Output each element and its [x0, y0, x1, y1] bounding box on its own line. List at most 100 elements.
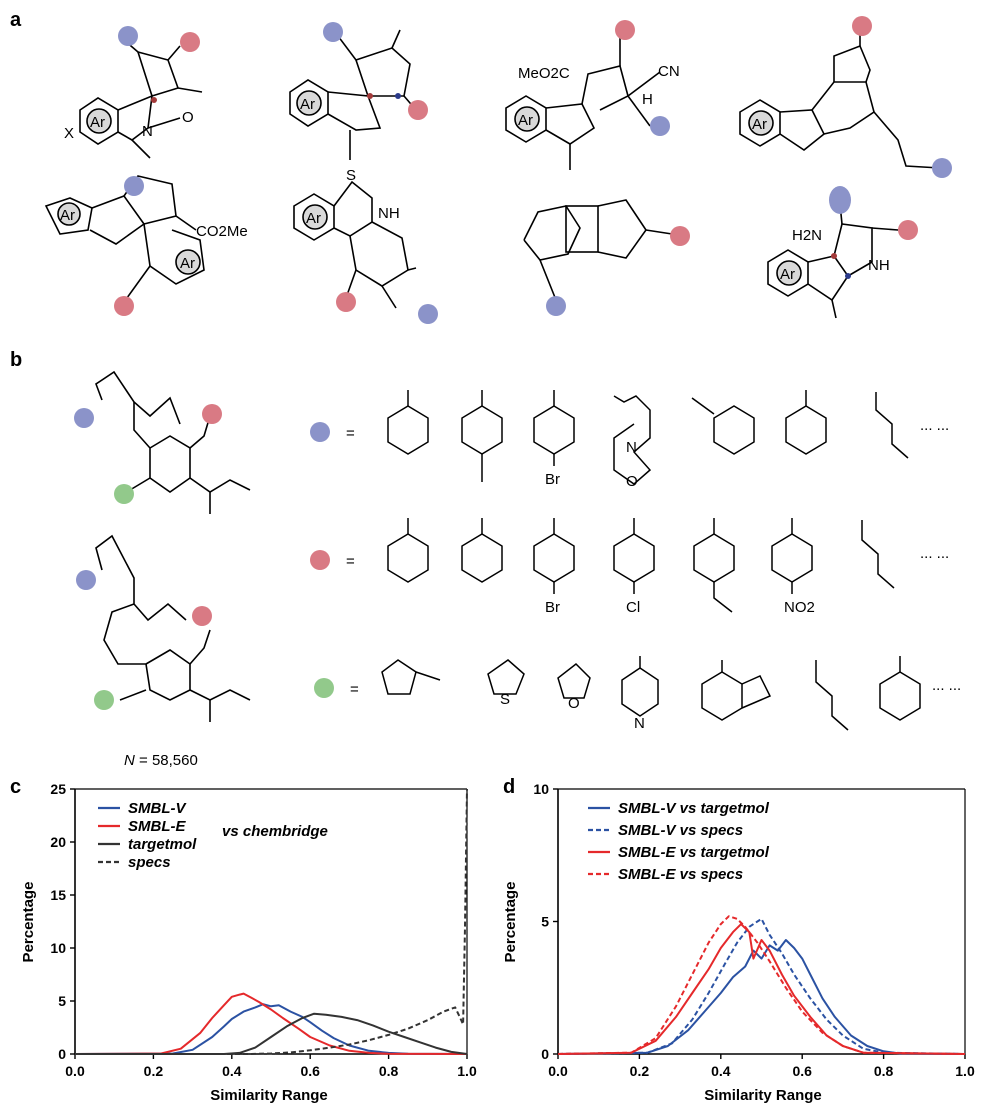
atom-label: Cl	[626, 599, 640, 616]
substituent-bromophenyl	[533, 390, 575, 466]
legend-label: specs	[128, 854, 171, 871]
legend-label: SMBL-E vs targetmol	[618, 844, 770, 861]
r-group-dot	[74, 408, 94, 428]
atom-label: S	[346, 167, 356, 184]
panel-a-scaffolds	[44, 26, 941, 319]
substituent-nitrophenyl	[771, 518, 813, 594]
r-group-dot	[94, 690, 114, 710]
equals-sign: =	[346, 553, 355, 570]
atom-label: NH	[868, 257, 890, 274]
panel-b-rgroups: = = =	[310, 390, 961, 732]
scaffold-4	[739, 26, 941, 169]
legend-label: SMBL-E	[128, 818, 186, 835]
library-size: N = 58,560	[124, 752, 198, 769]
r-group-dot	[615, 20, 635, 40]
substituent-cyclohexylmethyl	[691, 397, 755, 455]
x-tick-label: 0.4	[711, 1063, 731, 1079]
r-group-dot	[898, 220, 918, 240]
legend-label: SMBL-V vs specs	[618, 822, 743, 839]
substituent-atom-labels: Br Br Cl NO2 S O N N O ... ... ... ... .…	[500, 417, 961, 732]
substituent-cyclohexyl	[879, 656, 921, 721]
atom-label: N	[142, 123, 153, 140]
legend-suffix: vs chembridge	[222, 823, 328, 840]
substituent-methylpyrrolyl	[381, 659, 441, 695]
atom-label: CO2Me	[196, 223, 248, 240]
y-axis-label: Percentage	[20, 882, 37, 963]
series-line-3	[75, 788, 468, 1055]
x-axis-label: Similarity Range	[210, 1087, 328, 1104]
y-tick-label: 5	[58, 993, 66, 1009]
atom-label: Ar	[300, 96, 315, 113]
x-tick-label: 0.6	[300, 1063, 320, 1079]
scaffold-5	[44, 175, 205, 303]
substituent-pyridyl	[621, 656, 659, 717]
atom-label: H	[642, 91, 653, 108]
n-value: = 58,560	[139, 752, 198, 769]
legend-label: targetmol	[128, 836, 197, 853]
substituent-butyl	[815, 660, 849, 731]
panel-a-dots	[114, 16, 952, 324]
x-tick-label: 0.2	[144, 1063, 164, 1079]
atom-label: NO2	[784, 599, 815, 616]
x-tick-label: 1.0	[955, 1063, 975, 1079]
r-group-dot	[336, 292, 356, 312]
atom-label: Br	[545, 471, 560, 488]
atom-label: O	[568, 695, 580, 712]
x-tick-label: 0.0	[65, 1063, 85, 1079]
panel-label-d: d	[503, 776, 515, 798]
scaffold-2	[289, 29, 417, 160]
r-group-dot	[418, 304, 438, 324]
substituent-phenyl	[461, 518, 503, 583]
r-group-dot	[114, 296, 134, 316]
atom-label: Ar	[306, 210, 321, 227]
r-group-dot	[829, 186, 851, 214]
r-group-dot	[76, 570, 96, 590]
atom-label: Ar	[518, 112, 533, 129]
y-tick-label: 15	[50, 887, 66, 903]
series-line-3	[557, 915, 966, 1055]
series-line-0	[74, 1003, 468, 1055]
r-group-dot	[408, 100, 428, 120]
series-line-0	[557, 939, 966, 1055]
r-group-legend-blue	[310, 422, 330, 442]
atom-label: Ar	[752, 116, 767, 133]
substituent-benzodioxolyl	[701, 660, 772, 721]
y-axis-label: Percentage	[502, 882, 519, 963]
substituent-butyl	[861, 520, 895, 589]
atom-label: Ar	[780, 266, 795, 283]
r-group-dot	[118, 26, 138, 46]
substituent-methoxyphenyl	[693, 518, 735, 613]
atom-label: CN	[658, 63, 680, 80]
substituent-cyclohexyl	[785, 390, 827, 455]
r-group-dot	[323, 22, 343, 42]
x-tick-label: 0.4	[222, 1063, 242, 1079]
n-symbol: N	[124, 752, 135, 769]
panel-b-core-dots	[74, 404, 222, 710]
x-tick-label: 1.0	[457, 1063, 477, 1079]
substituent-chlorophenyl	[613, 518, 655, 594]
scaffold-7	[523, 199, 673, 301]
panel-label-b: b	[10, 349, 22, 371]
x-tick-label: 0.0	[548, 1063, 568, 1079]
equals-sign: =	[350, 681, 359, 698]
r-group-dot	[650, 116, 670, 136]
x-tick-label: 0.8	[874, 1063, 894, 1079]
y-tick-label: 20	[50, 834, 66, 850]
r-group-dot	[180, 32, 200, 52]
atom-label: S	[500, 691, 510, 708]
r-group-legend-green	[314, 678, 334, 698]
panel-label-c: c	[10, 776, 21, 798]
scaffold-3	[505, 38, 661, 170]
atom-label: Br	[545, 599, 560, 616]
r-group-dot	[202, 404, 222, 424]
atom-label: N	[626, 439, 637, 456]
panel-a-atoms: Ar X N O Ar MeO2C CN H Ar Ar Ar CO2Me Ar…	[60, 63, 890, 283]
atom-label: H2N	[792, 227, 822, 244]
series-line-1	[557, 917, 966, 1055]
scaffold-6	[293, 180, 417, 309]
atom-label: Ar	[90, 114, 105, 131]
x-tick-label: 0.2	[630, 1063, 650, 1079]
